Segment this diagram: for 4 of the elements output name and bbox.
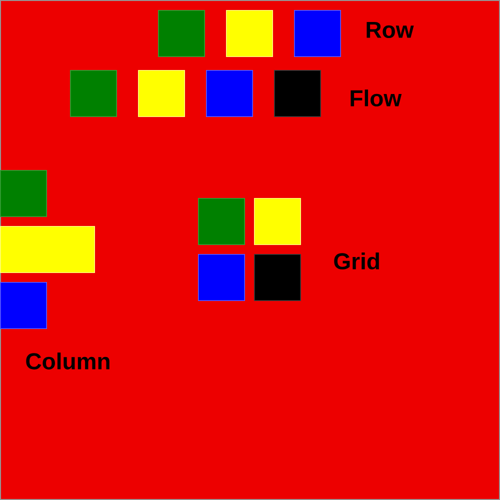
layout-label: Flow: [350, 90, 402, 106]
layout-label: Grid: [334, 252, 379, 270]
layout-label: Row: [366, 22, 414, 38]
layout-label: Column: [26, 352, 110, 370]
